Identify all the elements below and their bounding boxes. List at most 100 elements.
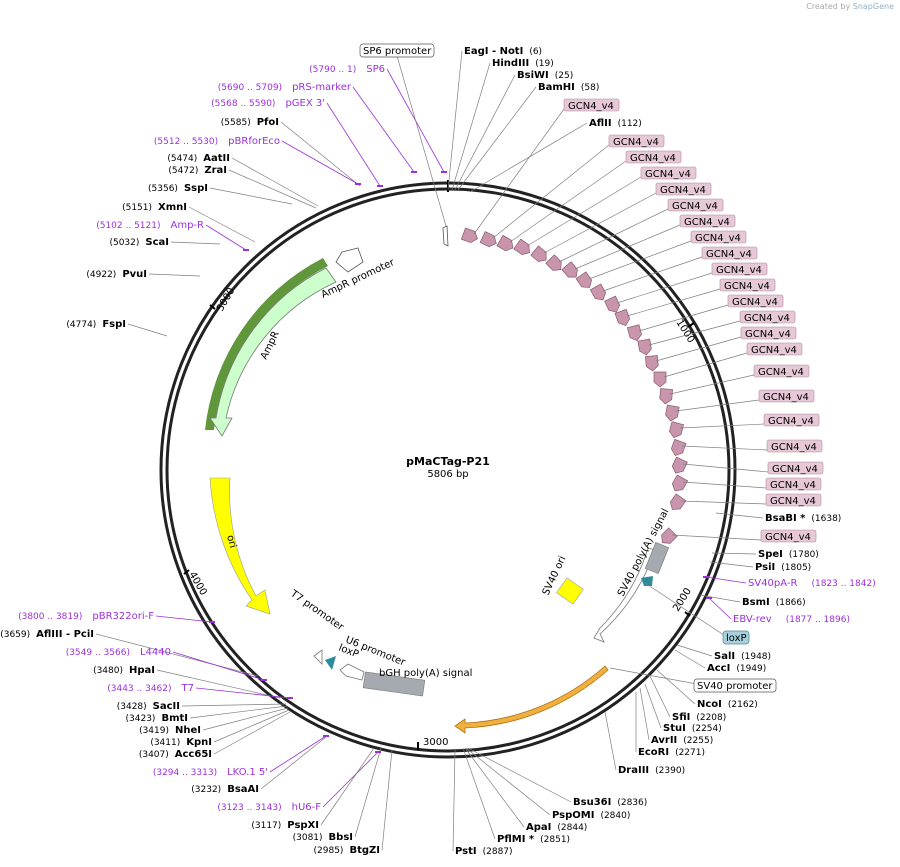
gcn4-label: GCN4_v4 bbox=[751, 345, 797, 356]
restriction-site-label: (2985)BtgZI bbox=[314, 845, 380, 856]
site-leader-line bbox=[320, 747, 375, 826]
restriction-site-label: (3411)KpnI bbox=[150, 737, 212, 748]
primer-name: pRS-marker bbox=[292, 82, 352, 93]
site-position: (1948) bbox=[741, 652, 771, 662]
primer-range: (3443 .. 3462) bbox=[107, 684, 171, 694]
site-position: (2254) bbox=[692, 724, 722, 734]
site-position: (25) bbox=[555, 71, 573, 81]
gcn4-label-box bbox=[608, 134, 665, 148]
site-name: Bsu36I bbox=[573, 797, 611, 808]
restriction-site-label: (3419)NheI bbox=[139, 725, 201, 736]
restriction-site-label: (3117)PspXI bbox=[251, 820, 319, 831]
restriction-site-label: EagI - NotI(6) bbox=[464, 46, 542, 57]
site-leader-line bbox=[715, 512, 764, 519]
primer-name: T7 bbox=[181, 683, 194, 694]
site-leader-line bbox=[95, 633, 259, 677]
restriction-site-label: BamHI(58) bbox=[538, 82, 599, 93]
primer-range: (5102 .. 5121) bbox=[96, 221, 160, 231]
site-position: (3407) bbox=[139, 750, 169, 760]
gcn4-label-box bbox=[655, 182, 712, 196]
t7-promoter-label: T7 promoter bbox=[287, 588, 346, 634]
sv40-promoter-label: SV40 promoter bbox=[697, 681, 773, 692]
gcn4-label-box bbox=[563, 98, 620, 112]
gcn4-label-box bbox=[746, 342, 803, 356]
site-position: (3480) bbox=[93, 666, 123, 676]
site-name: AatII bbox=[203, 153, 230, 164]
restriction-site-label: (5585)PfoI bbox=[221, 117, 279, 128]
restriction-site-label: (3081)BbsI bbox=[293, 832, 353, 843]
gcn4-repeat-arrow bbox=[669, 493, 687, 510]
restriction-site-label: (3428)SacII bbox=[117, 701, 180, 712]
gcn4-label: GCN4_v4 bbox=[724, 281, 770, 292]
site-name: EcoRI bbox=[638, 747, 669, 758]
site-name: PflMI * bbox=[497, 834, 535, 845]
gcn4-repeat-arrow bbox=[496, 234, 514, 252]
site-name: AccI bbox=[707, 663, 730, 674]
site-name: PspOMI bbox=[552, 810, 594, 821]
gcn4-label: GCN4_v4 bbox=[613, 137, 659, 148]
restriction-site-label: AvrII(2255) bbox=[651, 735, 713, 746]
primer-name: hU6-F bbox=[292, 802, 322, 813]
snapgene-credit: Created by SnapGene bbox=[806, 2, 894, 11]
site-name: DraIII bbox=[618, 765, 649, 776]
gcn4-label-box bbox=[763, 413, 820, 427]
primer-label: (3294 .. 3313)LKO.1 5' bbox=[153, 767, 268, 778]
site-position: (1805) bbox=[781, 563, 811, 573]
site-leader-line bbox=[228, 169, 317, 209]
gcn4-leader-line bbox=[473, 108, 565, 235]
gcn4-label-box bbox=[760, 529, 817, 543]
restriction-site-label: (3423)BmtI bbox=[126, 713, 188, 724]
gcn4-label: GCN4_v4 bbox=[765, 532, 811, 543]
gcn4-leader-line bbox=[492, 144, 610, 239]
site-name: BsmI bbox=[742, 597, 770, 608]
site-leader-line bbox=[156, 669, 281, 699]
gcn4-label-box bbox=[766, 439, 823, 453]
site-leader-line bbox=[462, 747, 496, 840]
primer-range: (5512 .. 5530) bbox=[154, 137, 218, 147]
gcn4-leader-line bbox=[574, 224, 681, 270]
gcn4-label-box bbox=[640, 166, 697, 180]
restriction-site-label: AccI(1949) bbox=[707, 663, 766, 674]
site-leader-line bbox=[469, 122, 588, 193]
primer-leader-line bbox=[269, 735, 327, 773]
primer-range: (3549 .. 3566) bbox=[66, 648, 130, 658]
restriction-site-label: HindIII(19) bbox=[492, 58, 554, 69]
restriction-site-label: DraIII(2390) bbox=[618, 765, 685, 776]
site-name: NheI bbox=[175, 725, 201, 736]
site-position: (5356) bbox=[148, 184, 178, 194]
site-leader-line bbox=[464, 747, 525, 828]
gcn4-leader-line bbox=[588, 240, 692, 280]
site-position: (2208) bbox=[696, 713, 726, 723]
restriction-site-label: ApaI(2844) bbox=[526, 822, 587, 833]
gcn4-leader-line bbox=[526, 176, 642, 247]
gcn4-label-box bbox=[719, 278, 776, 292]
site-name: BmtI bbox=[161, 713, 188, 724]
gcn4-label: GCN4_v4 bbox=[660, 185, 706, 196]
site-position: (2271) bbox=[675, 748, 705, 758]
plasmid-length: 5806 bp bbox=[427, 469, 468, 480]
site-position: (2840) bbox=[600, 811, 630, 821]
primer-leader-line bbox=[708, 597, 732, 620]
gcn4-arrows bbox=[460, 227, 689, 544]
ampr-arrow bbox=[209, 267, 337, 437]
primer-label: (3549 .. 3566)L4440 bbox=[66, 647, 171, 658]
gcn4-leader-line bbox=[616, 272, 713, 304]
gcn4-label-box bbox=[667, 198, 724, 212]
site-name: AflII bbox=[589, 118, 612, 129]
primer-leader-line bbox=[326, 102, 381, 187]
primer-range: (5790 .. 1) bbox=[309, 65, 356, 75]
gcn4-label: GCN4_v4 bbox=[758, 367, 804, 378]
gcn4-leader-line bbox=[680, 500, 767, 505]
gcn4-label-box bbox=[711, 262, 768, 276]
site-leader-line bbox=[649, 675, 671, 718]
sv40-promoter-arrow bbox=[454, 665, 609, 734]
gcn4-label-box bbox=[753, 364, 810, 378]
snapgene-logo: SnapGene bbox=[852, 2, 894, 11]
gcn4-label: GCN4_v4 bbox=[772, 464, 818, 475]
site-leader-line bbox=[676, 644, 713, 657]
site-leader-line bbox=[170, 241, 221, 245]
site-leader-line bbox=[457, 86, 537, 191]
primer-name: SP6 bbox=[366, 64, 385, 75]
restriction-site-label: (3232)BsaAI bbox=[191, 784, 259, 795]
